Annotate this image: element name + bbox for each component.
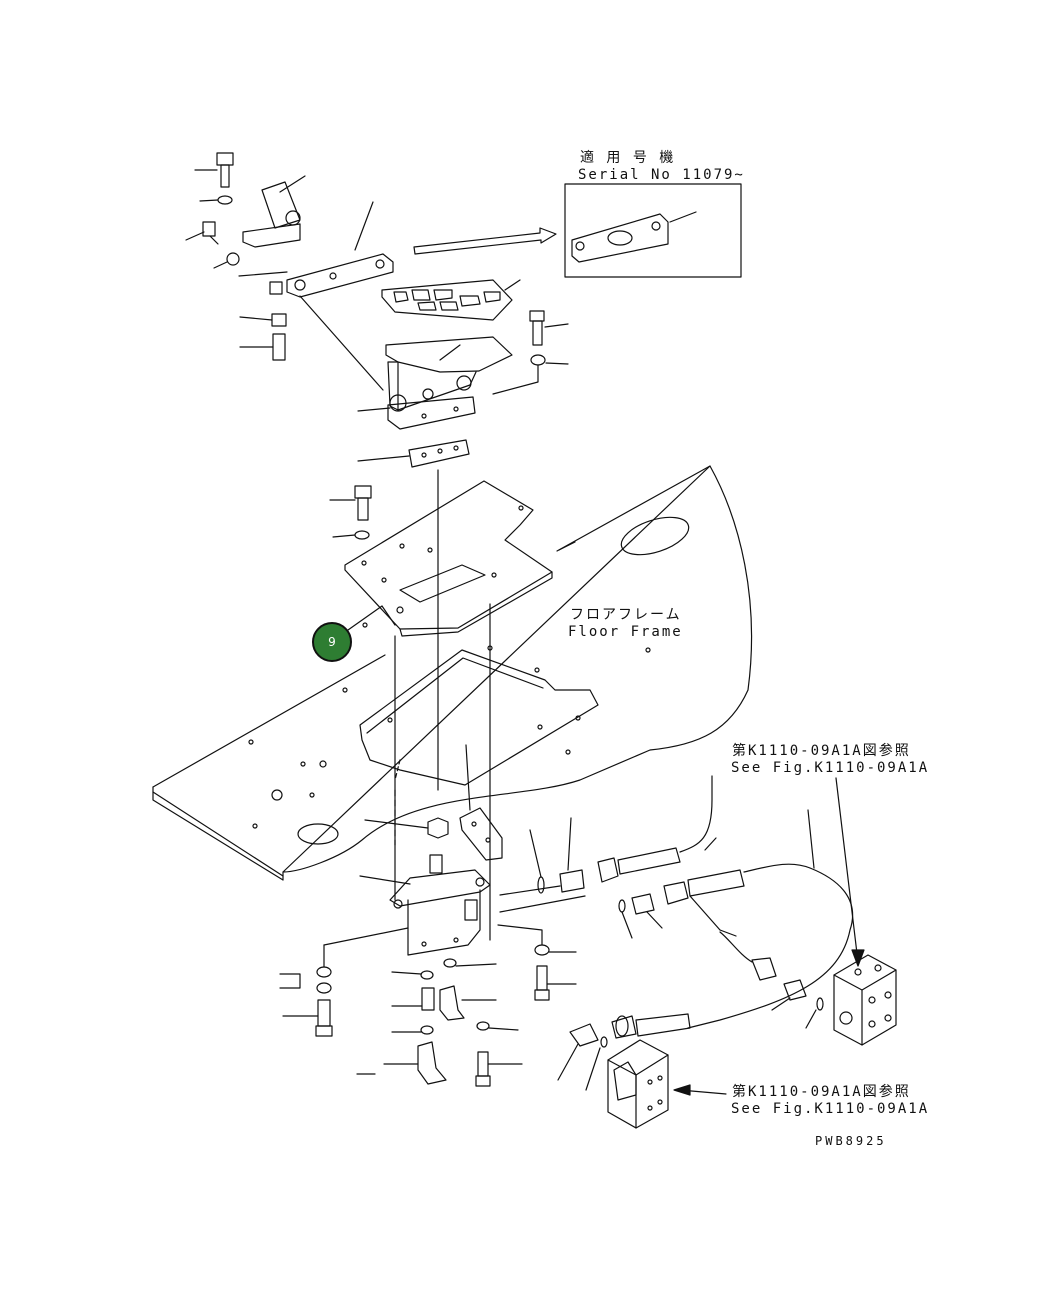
lower-left-bolt xyxy=(282,999,333,1037)
link-plate xyxy=(238,201,394,298)
callout-leader xyxy=(347,605,383,631)
valve-block-lower xyxy=(607,1039,669,1129)
callout-marker-9[interactable]: 9 xyxy=(312,622,352,662)
guide-lines xyxy=(394,469,491,941)
applicable-serial-label-jp: 適 用 号 機 xyxy=(580,150,676,166)
reference-lower-label: See Fig.K1110-09A1A xyxy=(731,1101,930,1117)
top-bolt-2 xyxy=(185,221,219,245)
fitting-1 xyxy=(391,987,435,1011)
pedal-bracket xyxy=(242,175,306,248)
left-nut xyxy=(239,313,287,327)
adapter-2 xyxy=(631,893,663,929)
right-washer-lower xyxy=(443,958,497,968)
guide-line-a xyxy=(299,295,384,391)
mid-bolt xyxy=(329,485,372,521)
valve-spacer-block xyxy=(459,807,503,861)
serial-detail-box xyxy=(564,183,742,278)
reference-upper-label-jp: 第K1110-09A1A図参照 xyxy=(732,743,911,759)
fitting-elbow-2 xyxy=(356,1041,447,1085)
floor-frame-label: Floor Frame xyxy=(568,624,683,640)
oring-3 xyxy=(499,895,633,939)
hose-1 xyxy=(597,775,717,883)
oring-2 xyxy=(391,1025,434,1035)
hose-2 xyxy=(663,809,815,931)
mounting-plate xyxy=(344,480,553,637)
right-washer-2 xyxy=(497,924,577,956)
reference-lower-label-jp: 第K1110-09A1A図参照 xyxy=(732,1084,911,1100)
valve-block-upper xyxy=(833,954,897,1046)
right-bolt xyxy=(529,310,569,346)
valve-body xyxy=(359,854,491,956)
mid-washer xyxy=(332,530,370,540)
elbow-fitting xyxy=(557,1023,599,1081)
oring-5 xyxy=(585,1036,608,1091)
adapter-3 xyxy=(771,979,807,1011)
ref-arrow-upper xyxy=(835,777,865,967)
right-washer xyxy=(492,354,569,395)
hose-3 xyxy=(687,867,854,1029)
nut-hex xyxy=(364,817,449,839)
pedal-pad xyxy=(381,279,521,321)
drawing-code: PWB8925 xyxy=(815,1134,887,1148)
right-bolt-lower xyxy=(534,965,577,1001)
connector-oring xyxy=(499,829,561,896)
oring-4 xyxy=(805,997,824,1029)
reference-upper-label: See Fig.K1110-09A1A xyxy=(731,760,930,776)
callout-leader-2 xyxy=(381,605,396,626)
top-bolt-1 xyxy=(194,152,234,188)
right-bolt-3 xyxy=(475,1051,523,1087)
ref-arrow-lower xyxy=(673,1084,727,1096)
pedal-body xyxy=(357,336,513,430)
fitting-elbow-1 xyxy=(439,985,497,1021)
top-washer-2 xyxy=(213,252,240,269)
adapter-1 xyxy=(559,817,585,893)
serial-arrow xyxy=(413,227,557,255)
right-washer-3 xyxy=(476,1021,519,1031)
hose-4 xyxy=(611,1013,691,1039)
lower-left-washers xyxy=(279,927,409,994)
serial-number-label: Serial No 11079~ xyxy=(578,167,745,183)
top-washer-1 xyxy=(199,195,233,205)
oring-1 xyxy=(391,970,434,980)
floor-frame xyxy=(152,465,753,881)
floor-frame-label-jp: フロアフレーム xyxy=(570,607,682,623)
spacer-block xyxy=(357,439,470,468)
left-bolt xyxy=(239,333,286,361)
